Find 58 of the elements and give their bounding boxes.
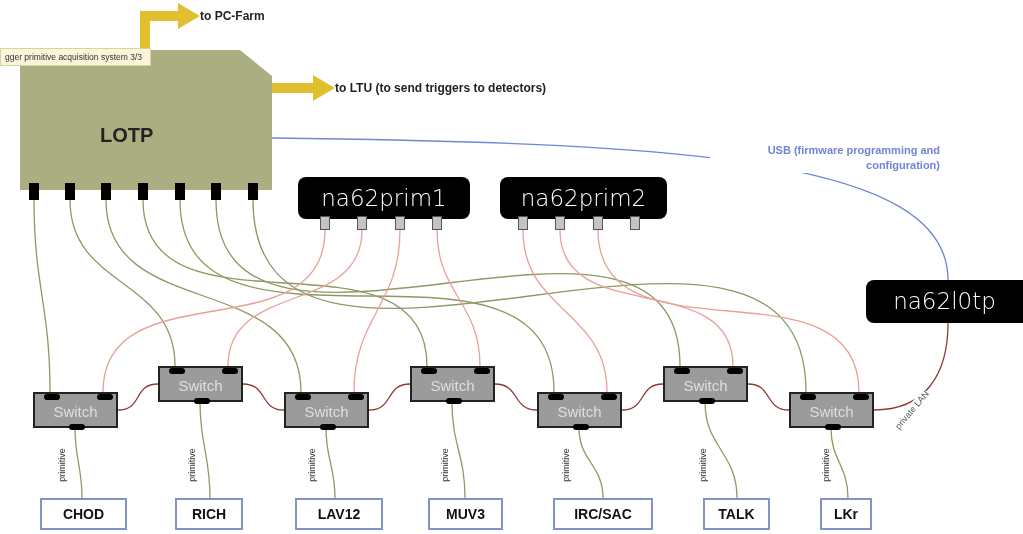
- network-switch: [789, 392, 874, 428]
- edge-label: USB (firmware programming and configuration): [710, 143, 940, 173]
- cable: [451, 401, 466, 499]
- edge-label: primitive: [698, 448, 708, 482]
- cable: [74, 427, 83, 499]
- cable: [704, 401, 738, 499]
- cable: [578, 427, 604, 499]
- edge-label: primitive: [307, 448, 317, 482]
- cable: [747, 383, 790, 411]
- switch-label: Switch: [808, 402, 855, 422]
- arrow: [272, 75, 335, 101]
- switch-label: Switch: [556, 402, 603, 422]
- server-box: na62prim2: [500, 177, 667, 219]
- cable: [242, 383, 285, 411]
- network-switch: [410, 366, 495, 402]
- arrow: [140, 3, 200, 50]
- cable: [368, 383, 411, 411]
- switch-label: Switch: [429, 376, 476, 396]
- switch-label: Switch: [682, 376, 729, 396]
- destination-label: to LTU (to send triggers to detectors): [335, 80, 547, 97]
- detector-box: IRC/SAC: [553, 498, 653, 530]
- network-switch: [663, 366, 748, 402]
- edge-label: primitive: [57, 448, 67, 482]
- edge-label: primitive: [187, 448, 197, 482]
- detector-box: RICH: [175, 498, 243, 530]
- switch-label: Switch: [177, 376, 224, 396]
- edge-label: primitive: [821, 448, 831, 482]
- destination-label: to PC-Farm: [200, 8, 265, 25]
- cable: [522, 229, 608, 393]
- cable: [621, 383, 664, 411]
- cable: [33, 199, 51, 393]
- detector-box: TALK: [703, 498, 770, 530]
- cable: [494, 383, 538, 411]
- cable: [199, 401, 211, 499]
- network-switch: [33, 392, 118, 428]
- server-box: na62l0tp: [866, 280, 1023, 323]
- network-switch: [158, 366, 243, 402]
- cable: [436, 229, 481, 367]
- switch-label: Switch: [52, 402, 99, 422]
- edge-label: primitive: [440, 448, 450, 482]
- detector-box: MUV3: [428, 498, 503, 530]
- cable: [105, 199, 302, 393]
- edge-label: primitive: [561, 448, 571, 482]
- network-switch: [284, 392, 369, 428]
- cable: [873, 322, 949, 411]
- detector-box: LKr: [820, 498, 872, 530]
- cable: [353, 229, 401, 393]
- cable: [117, 383, 159, 411]
- network-switch: [537, 392, 622, 428]
- cable: [830, 427, 849, 499]
- cable: [325, 427, 336, 499]
- tab-label: gger primitive acquisition system 3/3: [0, 48, 151, 66]
- detector-box: LAV12: [295, 498, 383, 530]
- server-box: na62prim1: [298, 177, 470, 219]
- detector-box: CHOD: [40, 498, 127, 530]
- cable: [69, 199, 176, 367]
- switch-label: Switch: [303, 402, 350, 422]
- board-label: LOTP: [100, 123, 154, 148]
